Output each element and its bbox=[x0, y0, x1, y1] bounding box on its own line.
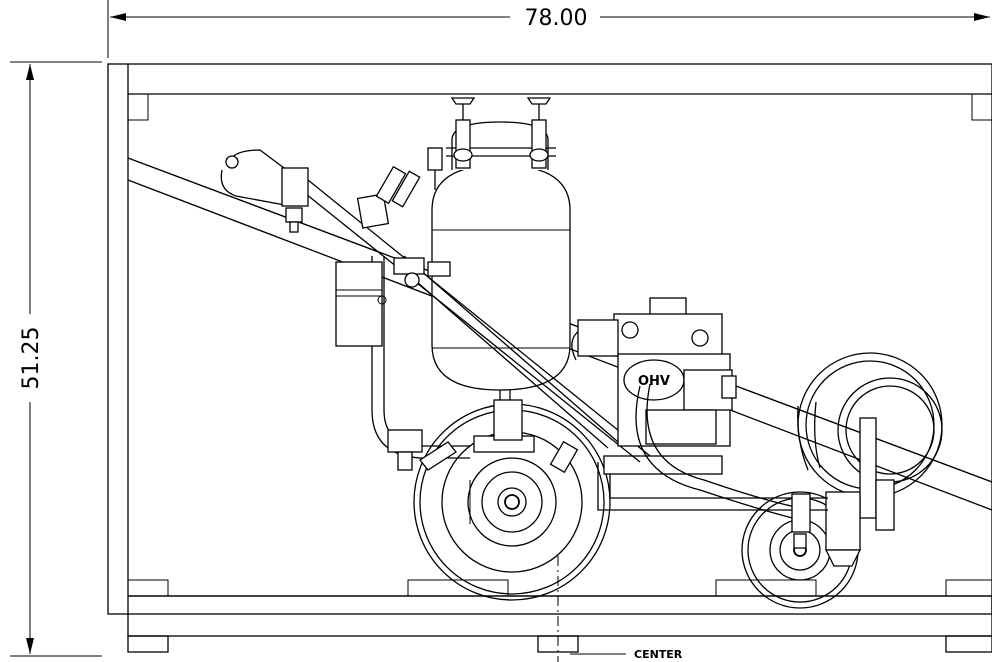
width-arrow-left-icon bbox=[110, 13, 126, 21]
paint-bucket bbox=[335, 261, 387, 347]
height-dimension: 51.25 bbox=[10, 61, 102, 657]
height-arrow-bottom-icon bbox=[26, 638, 34, 654]
height-dimension-label: 51.25 bbox=[19, 327, 44, 390]
chassis bbox=[371, 256, 828, 511]
width-arrow-right-icon bbox=[974, 13, 990, 21]
width-dimension-label: 78.00 bbox=[525, 6, 588, 31]
hose-reel bbox=[797, 352, 943, 567]
width-dimension: 78.00 bbox=[107, 0, 990, 58]
center-line: CENTER bbox=[557, 556, 683, 662]
engine-badge-text: OHV bbox=[638, 374, 670, 389]
crate-frame bbox=[107, 63, 992, 653]
lower-valves bbox=[387, 399, 579, 474]
height-arrow-top-icon bbox=[26, 64, 34, 80]
gun-holder bbox=[356, 147, 451, 288]
pressure-tank bbox=[431, 97, 571, 450]
hoses bbox=[635, 383, 821, 549]
center-note-label: CENTER bbox=[634, 648, 683, 661]
handlebar bbox=[220, 149, 651, 463]
